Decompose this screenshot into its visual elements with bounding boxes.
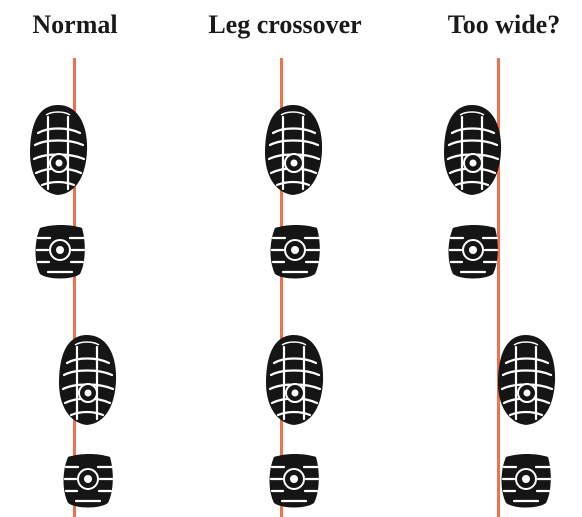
panel-title: Too wide? (426, 10, 582, 40)
forefoot-print-2 (494, 333, 558, 427)
panel-title: Leg crossover (190, 10, 380, 40)
panel-title: Normal (0, 10, 150, 40)
heel-print-2 (62, 453, 114, 509)
panel-too-wide: Too wide? (430, 0, 582, 517)
heel-print-1 (34, 224, 86, 280)
forefoot-print-1 (26, 103, 90, 197)
forefoot-print-1 (440, 103, 504, 197)
heel-print-2 (500, 453, 552, 509)
panel-leg-crossover: Leg crossover (190, 0, 380, 517)
panel-normal: Normal (0, 0, 150, 517)
forefoot-print-2 (55, 333, 119, 427)
forefoot-print-2 (262, 333, 326, 427)
heel-print-2 (268, 453, 320, 509)
heel-print-1 (269, 224, 321, 280)
heel-print-1 (447, 224, 499, 280)
forefoot-print-1 (261, 103, 325, 197)
